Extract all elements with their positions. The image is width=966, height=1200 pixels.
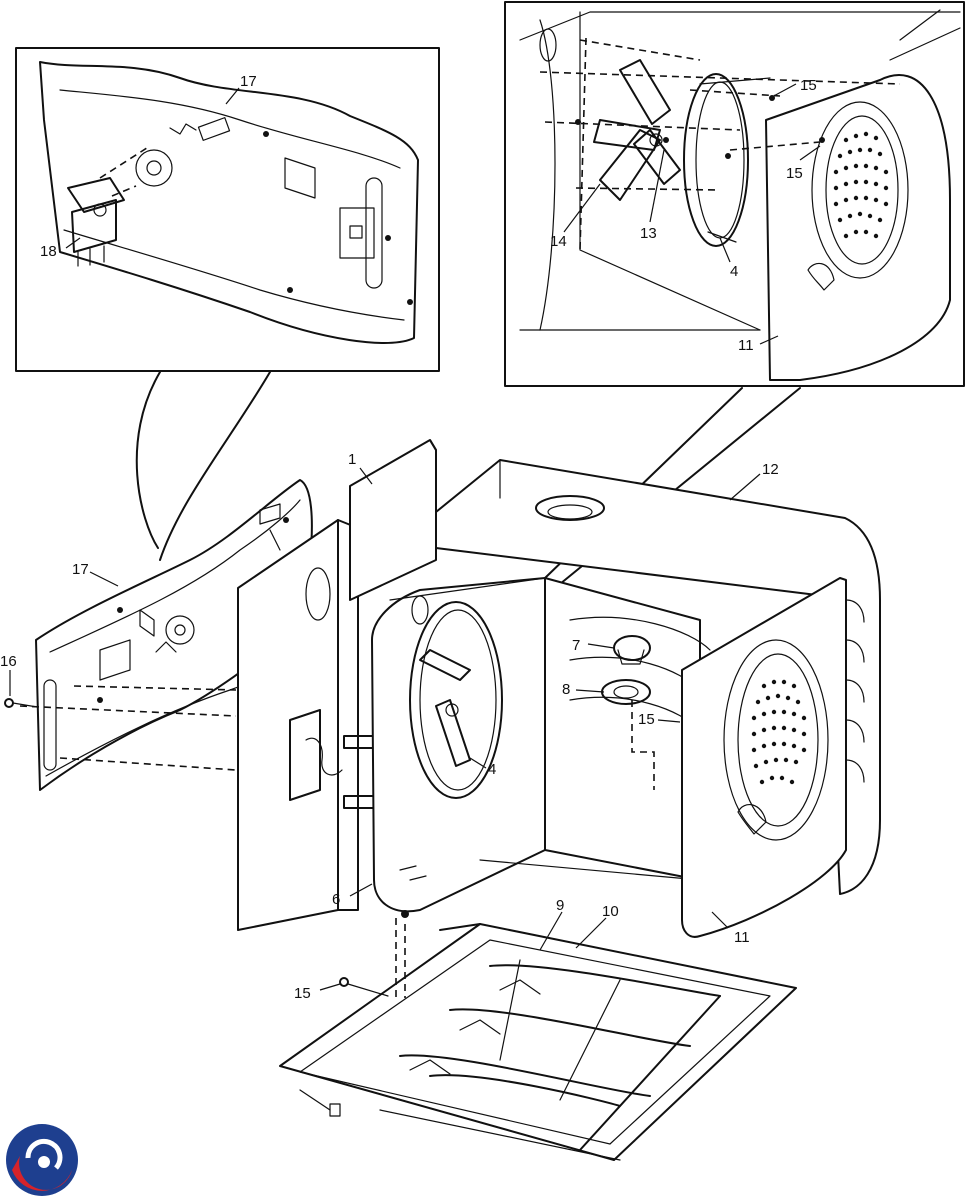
callout-17-inset: 17 — [240, 73, 257, 90]
rear-panel-part-17 — [35, 479, 313, 791]
bottom-element-part-9 — [399, 923, 721, 1151]
side-panel-perforations — [751, 679, 807, 785]
side-panel-part-11 — [681, 577, 865, 938]
callout-12: 12 — [762, 461, 779, 478]
callout-14: 14 — [550, 233, 567, 250]
oven-cavity-part-6 — [371, 577, 546, 918]
perforation-pattern — [833, 131, 889, 239]
callout-15-cavity: 15 — [638, 711, 655, 728]
callout-8: 8 — [562, 681, 570, 698]
callout-15-inset-top: 15 — [800, 77, 817, 94]
callout-11-inset: 11 — [738, 337, 754, 354]
callout-1: 1 — [348, 451, 356, 468]
screw-part-15-bottom — [339, 977, 389, 997]
inset-convection-fan-detail — [504, 1, 965, 387]
fan-blade-part-14 — [593, 59, 681, 201]
inset-rear-panel-detail — [15, 47, 440, 372]
callout-9: 9 — [556, 897, 564, 914]
brand-logo — [6, 1124, 78, 1196]
callout-15-inset-right: 15 — [786, 165, 803, 182]
callout-17: 17 — [72, 561, 89, 578]
callout-18: 18 — [40, 243, 57, 260]
callout-11: 11 — [734, 929, 750, 946]
callout-13: 13 — [640, 225, 657, 242]
callout-4-inset: 4 — [730, 263, 738, 280]
fan-motor-part-18 — [67, 177, 125, 267]
callout-7: 7 — [572, 637, 580, 654]
insulation-part-1 — [237, 439, 437, 931]
callout-6: 6 — [332, 891, 340, 908]
bottom-tray-part-10 — [279, 923, 797, 1161]
top-panel-part-12 — [435, 459, 881, 895]
callout-4: 4 — [488, 761, 496, 778]
callout-labels: 17 18 15 15 14 13 4 11 1 12 17 16 7 8 15… — [0, 73, 817, 1002]
callout-10: 10 — [602, 903, 619, 920]
leader-lines — [9, 83, 821, 991]
callout-16: 16 — [0, 653, 17, 670]
callout-15-bottom: 15 — [294, 985, 311, 1002]
